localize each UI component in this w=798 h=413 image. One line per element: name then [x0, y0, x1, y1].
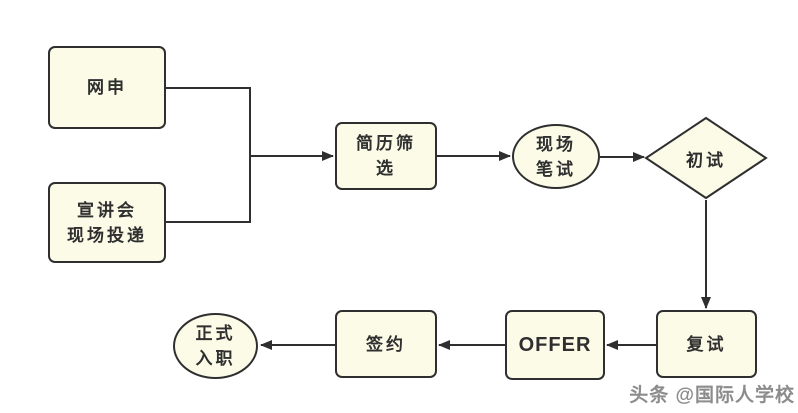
node-label: 现场 笔试	[536, 134, 576, 179]
node-label: 宣讲会 现场投递	[67, 200, 147, 245]
node-label: OFFER	[518, 333, 592, 356]
node-label: 正式 入职	[195, 324, 236, 368]
flow-node-resume-screening: 简历筛 选	[335, 122, 437, 190]
node-label: 简历筛 选	[356, 134, 416, 178]
node-label: 复试	[686, 334, 727, 354]
flow-node-online-application: 网申	[48, 46, 166, 129]
flow-node-second-interview: 复试	[656, 310, 757, 378]
toutiao-watermark: 头条 @国际人学校	[629, 385, 795, 406]
flow-node-career-fair-delivery: 宣讲会 现场投递	[48, 182, 166, 263]
flow-node-offer: OFFER	[505, 310, 605, 380]
flow-node-onsite-written-test: 现场 笔试	[512, 124, 600, 189]
node-label: 网申	[87, 78, 127, 97]
diamond-shape	[644, 116, 768, 200]
flow-node-sign-contract: 签约	[335, 310, 437, 378]
flow-node-first-interview: 初试	[644, 116, 768, 200]
node-label: 签约	[366, 334, 406, 354]
flow-node-official-onboarding: 正式 入职	[173, 313, 258, 379]
node-label: 初试	[686, 150, 726, 170]
